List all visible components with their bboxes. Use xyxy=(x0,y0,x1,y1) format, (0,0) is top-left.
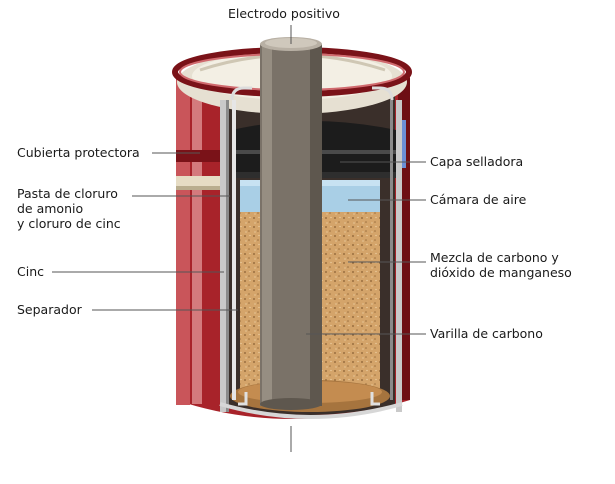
zinc-can-shape xyxy=(219,86,403,419)
leader-lines xyxy=(52,25,426,452)
label-zinc-text: Cinc xyxy=(17,264,44,279)
label-seal-layer: Capa selladora xyxy=(430,154,523,169)
label-separator-text: Separador xyxy=(17,302,82,317)
label-carbon-rod: Varilla de carbono xyxy=(430,326,543,341)
label-paste-line2: de amonio xyxy=(17,201,84,216)
label-mixture: Mezcla de carbono y dióxido de manganeso xyxy=(430,250,572,280)
label-carbon-rod-text: Varilla de carbono xyxy=(430,326,543,341)
label-air-chamber-text: Cámara de aire xyxy=(430,192,527,207)
label-separator: Separador xyxy=(17,302,82,317)
label-positive-electrode: Electrodo positivo xyxy=(228,6,340,21)
label-seal-layer-text: Capa selladora xyxy=(430,154,524,169)
label-air-chamber: Cámara de aire xyxy=(430,192,526,207)
label-mixture-line2: dióxido de manganeso xyxy=(430,265,572,280)
label-mixture-line1: Mezcla de carbono y xyxy=(430,250,559,265)
label-paste-line1: Pasta de cloruro xyxy=(17,186,118,201)
label-zinc: Cinc xyxy=(17,264,44,279)
carbon-rod-shape xyxy=(260,37,322,410)
label-protective-cover: Cubierta protectora xyxy=(17,145,140,160)
label-paste: Pasta de cloruro de amonio y cloruro de … xyxy=(17,186,121,231)
label-positive-electrode-text: Electrodo positivo xyxy=(228,6,340,21)
label-protective-cover-text: Cubierta protectora xyxy=(17,145,140,160)
label-paste-line3: y cloruro de cinc xyxy=(17,216,121,231)
